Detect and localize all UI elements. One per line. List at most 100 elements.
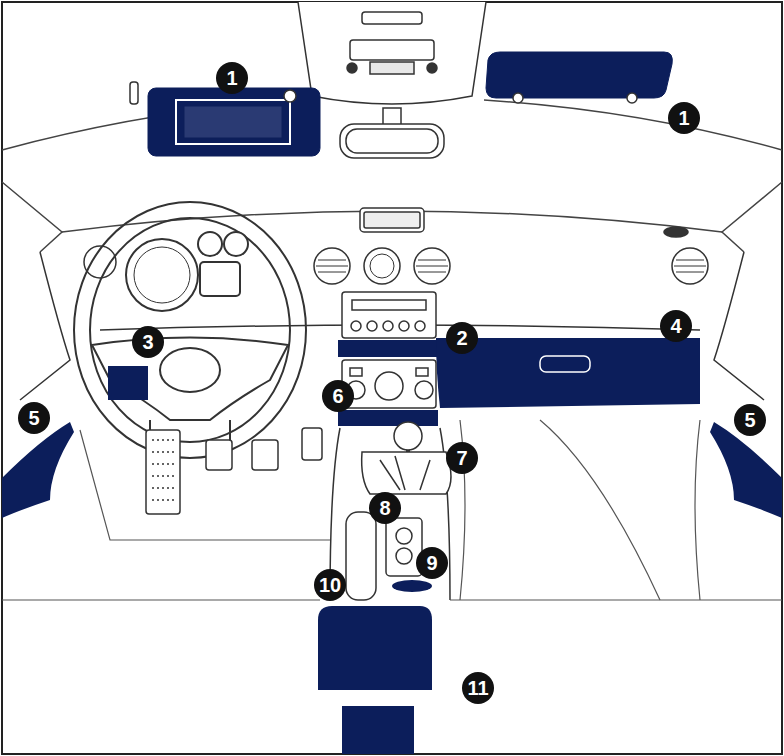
steering-wheel <box>198 232 222 256</box>
trim-panel <box>318 606 432 690</box>
callout-number: 6 <box>322 380 354 412</box>
sun-visor <box>176 100 290 144</box>
floor <box>540 420 660 600</box>
sun-visor <box>486 52 672 98</box>
air-vent <box>364 248 400 284</box>
steering-wheel <box>126 239 198 311</box>
glove-box-handle <box>540 356 590 372</box>
roof-console <box>370 62 414 74</box>
roof-console <box>347 63 357 73</box>
floor <box>2 420 782 600</box>
windshield <box>484 100 782 150</box>
steering-wheel <box>160 348 220 392</box>
trim-panel <box>108 366 148 400</box>
air-vent <box>664 227 688 237</box>
center-console <box>394 422 422 450</box>
steering-wheel <box>224 232 248 256</box>
steering-wheel <box>74 202 306 458</box>
roof-console <box>362 12 422 24</box>
center-console <box>399 321 409 331</box>
center-console <box>415 321 425 331</box>
trim-panel <box>392 580 432 592</box>
roof-console <box>350 40 434 60</box>
trim-panel <box>2 422 74 518</box>
sun-visor <box>148 88 320 156</box>
visor-clip <box>513 93 523 103</box>
center-console <box>415 381 433 399</box>
dashboard <box>364 212 420 228</box>
floor <box>695 420 700 600</box>
roof-console <box>298 2 486 158</box>
steering-wheel <box>90 218 290 442</box>
center-console <box>375 372 403 400</box>
pedal <box>152 440 174 500</box>
callout-number: 9 <box>416 547 448 579</box>
center-console <box>342 360 436 408</box>
roof-console <box>346 129 438 153</box>
sun-visor <box>184 106 282 138</box>
callout-number: 3 <box>132 326 164 358</box>
pedal <box>146 430 180 514</box>
callout-number: 1 <box>668 102 700 134</box>
pedal <box>146 428 322 514</box>
callout-number: 7 <box>446 442 478 474</box>
steering-wheel <box>134 247 190 303</box>
center-console <box>416 368 428 376</box>
callout-number: 1 <box>216 62 248 94</box>
trim-panel <box>338 340 438 357</box>
floor <box>450 599 782 600</box>
pedal <box>252 440 278 470</box>
center-console <box>367 321 377 331</box>
callout-number: 4 <box>660 310 692 342</box>
pedal <box>302 428 322 460</box>
roof-console <box>298 2 486 104</box>
dashboard <box>360 208 424 232</box>
visor-clip <box>284 90 296 102</box>
trim-panel <box>436 338 700 408</box>
windshield <box>722 182 782 252</box>
center-console <box>383 321 393 331</box>
center-console <box>330 292 451 600</box>
callout-number: 10 <box>314 569 346 601</box>
center-console <box>352 300 426 310</box>
center-console <box>396 528 412 544</box>
trim-panel <box>710 422 782 518</box>
air-vent <box>370 254 394 278</box>
callout-number: 11 <box>462 672 494 704</box>
center-console <box>346 512 376 600</box>
trim-panel <box>2 338 782 754</box>
glove-box-handle <box>540 356 590 372</box>
pedal <box>206 440 232 470</box>
dashboard <box>714 252 764 400</box>
steering-wheel <box>200 262 240 296</box>
visor-clip <box>130 82 637 104</box>
visor-clip <box>130 82 138 104</box>
center-console <box>380 456 430 490</box>
trim-panel <box>338 410 438 426</box>
callout-number: 5 <box>18 402 50 434</box>
dashboard <box>20 252 70 400</box>
roof-console <box>340 124 444 158</box>
floor <box>2 599 320 600</box>
callout-number: 8 <box>369 492 401 524</box>
center-console <box>342 292 436 338</box>
center-console <box>351 321 361 331</box>
center-console <box>396 548 412 564</box>
callout-number: 2 <box>446 322 478 354</box>
visor-clip <box>627 93 637 103</box>
trim-panel <box>342 706 414 754</box>
center-console <box>350 368 362 376</box>
center-console <box>362 452 451 494</box>
windshield <box>2 182 62 252</box>
center-console <box>330 428 450 600</box>
steering-wheel <box>74 202 306 458</box>
callout-number: 5 <box>734 404 766 436</box>
steering-wheel <box>92 338 288 421</box>
sun-visor <box>148 52 672 156</box>
floor <box>80 430 330 540</box>
roof-console <box>427 63 437 73</box>
